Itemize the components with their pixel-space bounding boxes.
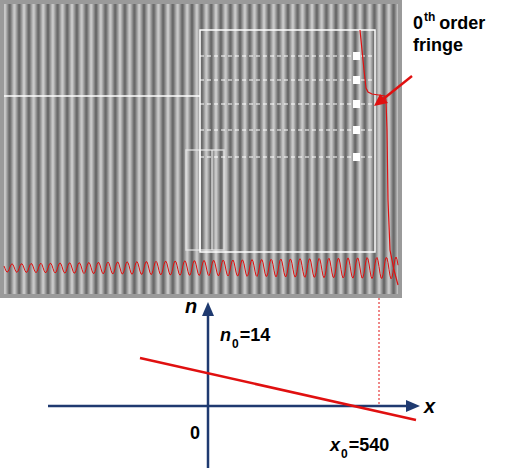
origin-label: 0 xyxy=(190,424,200,442)
pointer-arrowhead xyxy=(374,94,388,106)
pointer-arrow xyxy=(382,76,412,100)
intensity-profile xyxy=(4,257,398,279)
vertical-profile xyxy=(360,30,398,285)
sample-structure xyxy=(186,150,224,250)
value-subscript: 0 xyxy=(341,448,348,460)
scan-line xyxy=(4,95,200,97)
axis-arrowhead xyxy=(406,400,420,412)
callout-text: order xyxy=(439,14,485,32)
value-label: =14 xyxy=(240,326,271,344)
sample-dots xyxy=(353,52,360,161)
n-axis xyxy=(207,312,210,468)
drop-line xyxy=(379,298,380,404)
value-subscript: 0 xyxy=(232,338,239,350)
fit-line xyxy=(140,358,416,420)
callout-text: 0 xyxy=(413,14,423,32)
value-label: n xyxy=(220,326,231,344)
image-frame xyxy=(0,0,402,298)
axis-label: n xyxy=(185,296,197,316)
fringe-image xyxy=(4,4,398,294)
value-label: x xyxy=(330,436,340,454)
callout-superscript: th xyxy=(424,11,435,23)
sample-structure xyxy=(211,150,213,250)
axis-label: x xyxy=(424,396,435,416)
axis-arrowhead xyxy=(202,302,214,316)
value-label: =540 xyxy=(349,436,390,454)
roi-box xyxy=(200,30,375,252)
dashed-lines xyxy=(200,56,375,157)
callout-text: fringe xyxy=(413,36,463,54)
